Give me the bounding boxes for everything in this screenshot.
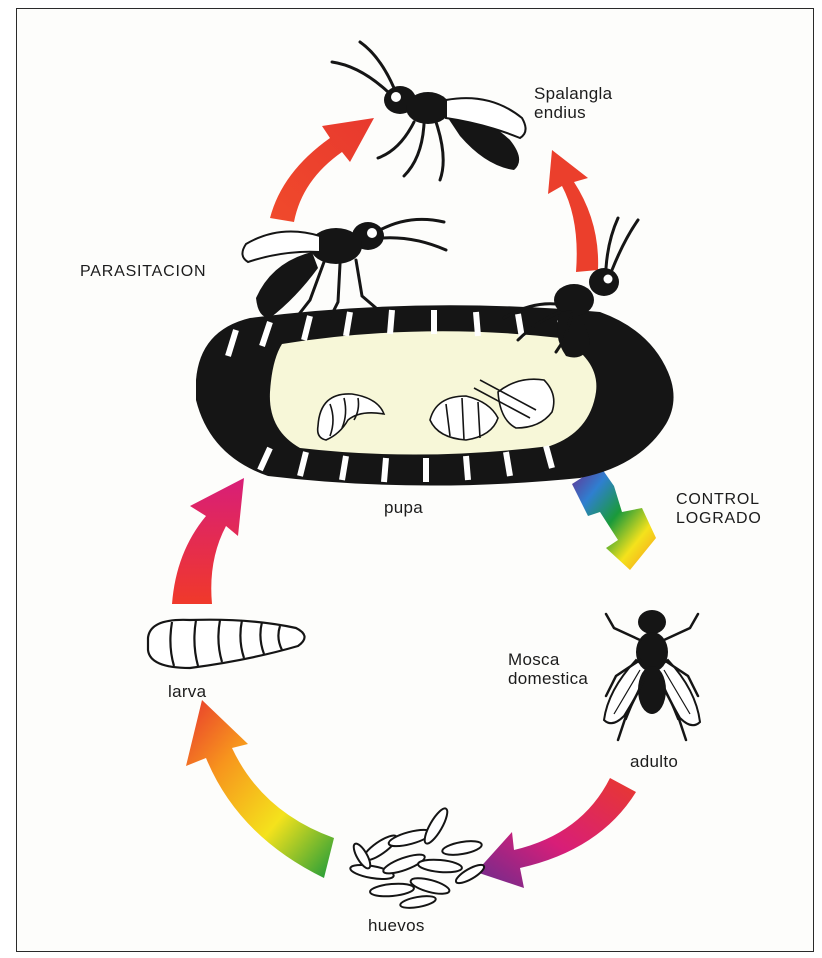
pupa-label: pupa xyxy=(384,498,423,517)
wasp-icon xyxy=(242,219,446,318)
arrow-adult-to-eggs xyxy=(476,778,636,888)
parasite-species-label: Spalangla endius xyxy=(534,84,612,122)
parasite-species-line2: endius xyxy=(534,103,612,122)
arrow-control-achieved xyxy=(572,466,656,570)
housefly-label: Mosca domestica xyxy=(508,650,588,688)
eggs-label: huevos xyxy=(368,916,425,935)
control-achieved-label: CONTROL LOGRADO xyxy=(676,490,762,528)
parasitation-label: PARASITACION xyxy=(80,262,206,281)
pupa-icon xyxy=(196,305,674,485)
arrow-parasitation-to-adult-wasp xyxy=(270,118,374,222)
arrow-eggs-to-larva xyxy=(186,700,334,878)
housefly-line1: Mosca xyxy=(508,650,588,669)
eggs-text: huevos xyxy=(368,916,425,935)
parasite-species-line1: Spalangla xyxy=(534,84,612,103)
housefly-line2: domestica xyxy=(508,669,588,688)
arrow-emergence-to-adult-wasp xyxy=(548,150,598,272)
adult-text: adulto xyxy=(630,752,678,771)
larva-icon xyxy=(148,620,305,668)
control-achieved-line1: CONTROL xyxy=(676,490,762,509)
arrow-larva-to-pupa xyxy=(172,478,244,604)
eggs-icon xyxy=(349,806,486,910)
larva-text: larva xyxy=(168,682,206,701)
fly-icon xyxy=(604,610,700,740)
larva-label: larva xyxy=(168,682,206,701)
adult-label: adulto xyxy=(630,752,678,771)
parasitation-text: PARASITACION xyxy=(80,262,206,281)
control-achieved-line2: LOGRADO xyxy=(676,509,762,528)
pupa-text: pupa xyxy=(384,498,423,517)
wasp-icon xyxy=(332,42,526,180)
